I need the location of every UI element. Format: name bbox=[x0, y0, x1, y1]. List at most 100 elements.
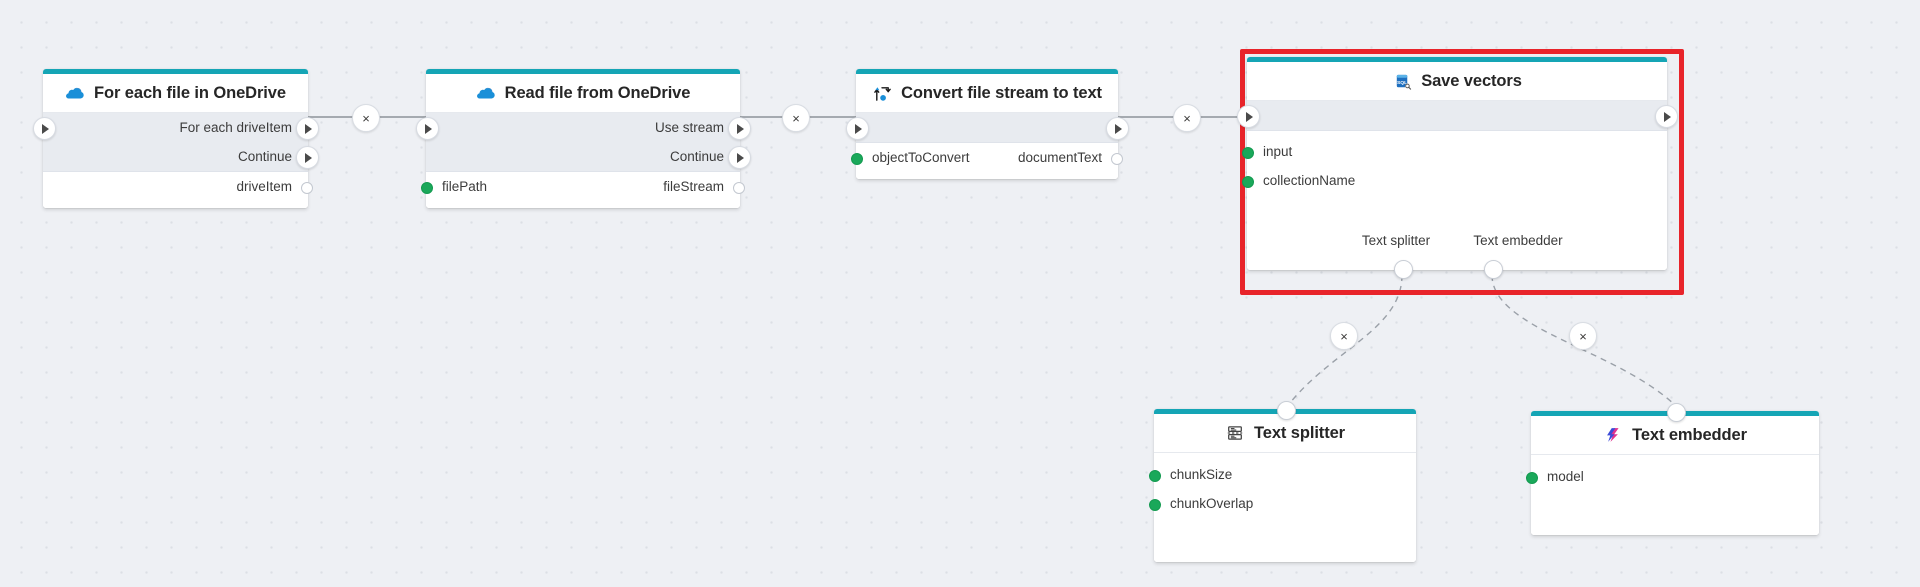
flow-input-port[interactable] bbox=[32, 117, 56, 140]
data-row-label: driveItem bbox=[236, 179, 292, 194]
node-accent-bar bbox=[43, 69, 308, 74]
node-bottom-pad bbox=[856, 172, 1118, 179]
node-title: Convert file stream to text bbox=[901, 83, 1102, 102]
flow-input-port[interactable] bbox=[845, 117, 869, 140]
node-data-band: chunkSize chunkOverlap bbox=[1149, 460, 1416, 562]
data-row-input-label: model bbox=[1547, 469, 1584, 484]
control-row-label: Continue bbox=[669, 149, 724, 164]
edge-delete-button-2[interactable]: × bbox=[782, 104, 810, 132]
edge-delete-button-1[interactable]: × bbox=[352, 104, 380, 132]
data-row-output-label: documentText bbox=[1017, 150, 1102, 165]
convert-transform-icon bbox=[872, 83, 892, 103]
node-read-file-from-onedrive[interactable]: Read file from OneDrive Use stream Conti… bbox=[415, 69, 751, 208]
node-control-band: Use stream Continue bbox=[415, 113, 751, 172]
control-row-label: For each driveItem bbox=[179, 120, 292, 135]
node-for-each-file-in-onedrive[interactable]: For each file in OneDrive For each drive… bbox=[32, 69, 319, 208]
flow-input-port[interactable] bbox=[415, 117, 439, 140]
sub-component-connect-port[interactable] bbox=[1276, 400, 1296, 420]
data-input-port[interactable] bbox=[851, 152, 863, 165]
data-output-port[interactable] bbox=[301, 181, 313, 194]
flow-output-port[interactable] bbox=[727, 117, 751, 140]
control-row-continue[interactable]: Continue bbox=[43, 142, 319, 171]
node-header: SQL Save vectors bbox=[1247, 62, 1667, 101]
data-row-driveitem[interactable]: driveItem bbox=[43, 172, 313, 201]
data-row-input-label: objectToConvert bbox=[872, 150, 970, 165]
onedrive-cloud-icon bbox=[476, 83, 496, 103]
edge-delete-button-5[interactable]: × bbox=[1569, 322, 1597, 350]
node-accent-bar bbox=[856, 69, 1118, 74]
flow-output-port[interactable] bbox=[1105, 117, 1129, 140]
flow-output-port[interactable] bbox=[727, 146, 751, 169]
data-output-port[interactable] bbox=[733, 181, 745, 194]
data-row-chunksize[interactable]: chunkSize bbox=[1149, 460, 1416, 489]
data-row-filepath-filestream[interactable]: filePath fileStream bbox=[421, 172, 745, 201]
node-title: Text splitter bbox=[1254, 423, 1345, 442]
node-text-splitter[interactable]: Text splitter chunkSize chunkOverlap bbox=[1149, 400, 1416, 562]
sql-database-icon: SQL bbox=[1392, 71, 1412, 91]
flow-input-port[interactable] bbox=[1236, 105, 1260, 128]
node-header: Text embedder bbox=[1531, 416, 1819, 455]
text-splitter-icon bbox=[1225, 423, 1245, 443]
control-row-use-stream[interactable]: Use stream bbox=[415, 113, 751, 142]
node-convert-file-stream-to-text[interactable]: Convert file stream to text objectToConv… bbox=[845, 69, 1129, 179]
sub-component-labels: Text splitter Text embedder bbox=[1247, 233, 1667, 248]
control-row-continue[interactable]: Continue bbox=[426, 142, 751, 171]
sub-port-text-embedder[interactable] bbox=[1484, 259, 1503, 279]
node-data-band: filePath fileStream bbox=[421, 172, 745, 208]
control-row-for-each-driveitem[interactable]: For each driveItem bbox=[32, 113, 319, 142]
flow-output-port[interactable] bbox=[1654, 105, 1678, 128]
sub-port-text-splitter[interactable] bbox=[1394, 259, 1413, 279]
flow-output-port[interactable] bbox=[295, 146, 319, 169]
close-icon: × bbox=[1183, 110, 1191, 126]
close-icon: × bbox=[792, 110, 800, 126]
node-bottom-pad bbox=[426, 201, 740, 208]
data-row-collectionname[interactable]: collectionName bbox=[1242, 166, 1667, 195]
data-input-port[interactable] bbox=[1242, 175, 1254, 188]
close-icon: × bbox=[1340, 328, 1348, 344]
node-title: Save vectors bbox=[1421, 71, 1522, 90]
node-save-vectors[interactable]: SQL Save vectors input collec bbox=[1236, 57, 1678, 279]
node-control-band: For each driveItem Continue bbox=[32, 113, 319, 172]
data-input-port[interactable] bbox=[421, 181, 433, 194]
sub-component-connect-port[interactable] bbox=[1666, 402, 1686, 422]
edge-delete-button-4[interactable]: × bbox=[1330, 322, 1358, 350]
control-row-flow[interactable] bbox=[1236, 101, 1678, 130]
node-header: For each file in OneDrive bbox=[43, 74, 308, 113]
data-row-chunkoverlap[interactable]: chunkOverlap bbox=[1149, 489, 1416, 518]
data-row-input[interactable]: input bbox=[1242, 137, 1667, 166]
node-header: Convert file stream to text bbox=[856, 74, 1118, 113]
data-row-input-label: input bbox=[1263, 144, 1293, 159]
svg-text:SQL: SQL bbox=[1397, 79, 1407, 85]
node-data-band: driveItem bbox=[43, 172, 313, 208]
data-input-port[interactable] bbox=[1149, 469, 1161, 482]
data-input-port[interactable] bbox=[1242, 146, 1254, 159]
flow-output-port[interactable] bbox=[295, 117, 319, 140]
onedrive-cloud-icon bbox=[65, 83, 85, 103]
node-text-embedder[interactable]: Text embedder model bbox=[1526, 402, 1819, 535]
data-row-input-label: filePath bbox=[442, 179, 488, 194]
edge-delete-button-3[interactable]: × bbox=[1173, 104, 1201, 132]
node-data-band: input collectionName Text splitter Text … bbox=[1242, 137, 1667, 279]
node-bottom-pad bbox=[43, 201, 308, 208]
node-control-band bbox=[1236, 101, 1678, 131]
data-row-output-label: fileStream bbox=[663, 179, 724, 194]
data-input-port[interactable] bbox=[1149, 498, 1161, 511]
data-input-port[interactable] bbox=[1526, 471, 1538, 484]
data-output-port[interactable] bbox=[1111, 152, 1123, 165]
control-row-flow[interactable] bbox=[845, 113, 1129, 142]
node-data-band: model bbox=[1526, 462, 1819, 535]
close-icon: × bbox=[1579, 328, 1587, 344]
node-header: Text splitter bbox=[1154, 414, 1416, 453]
data-row-input-label: chunkOverlap bbox=[1170, 496, 1254, 511]
node-title: Text embedder bbox=[1632, 425, 1747, 444]
close-icon: × bbox=[362, 110, 370, 126]
node-accent-bar bbox=[426, 69, 740, 74]
data-row-objecttoconvert-documenttext[interactable]: objectToConvert documentText bbox=[851, 143, 1123, 172]
node-data-band: objectToConvert documentText bbox=[851, 143, 1123, 179]
sub-port-label-text-embedder: Text embedder bbox=[1473, 233, 1563, 248]
node-accent-bar bbox=[1247, 57, 1667, 62]
node-title: For each file in OneDrive bbox=[94, 83, 286, 102]
node-header: Read file from OneDrive bbox=[426, 74, 740, 113]
data-row-model[interactable]: model bbox=[1526, 462, 1819, 491]
